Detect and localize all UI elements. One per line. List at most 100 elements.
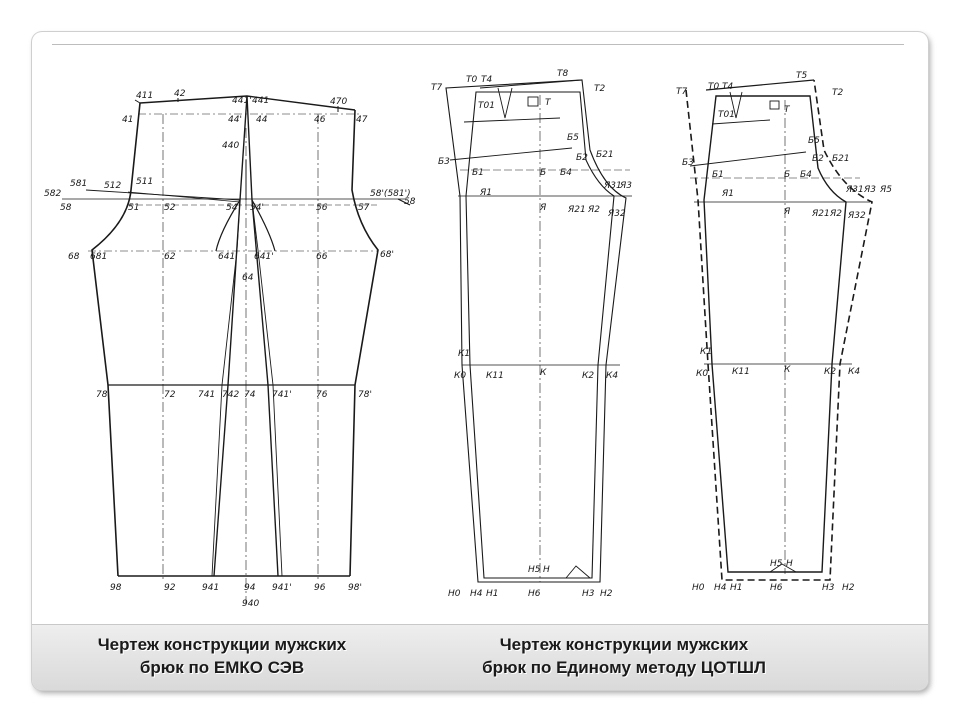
label-582: 582 (44, 189, 61, 199)
label-K0: К0 (696, 369, 708, 379)
label-681: 681 (90, 252, 107, 262)
label-96: 96 (314, 583, 326, 593)
dart (497, 87, 513, 119)
caption-right-line2: брюк по Единому методу ЦОТШЛ (482, 658, 766, 677)
label-H4: Н4 (714, 583, 727, 593)
label-H3: Н3 (822, 583, 835, 593)
label-Ya2: Я2 (587, 205, 600, 215)
label-T0: T0 (708, 82, 719, 92)
label-T8: T8 (557, 69, 568, 79)
yoke-line (689, 151, 807, 167)
label-68p: 68' (380, 250, 394, 260)
caption-left-line2: брюк по ЕМКО СЭВ (139, 658, 305, 677)
label-K4: К4 (606, 371, 618, 381)
label-B1: Б1 (472, 168, 484, 178)
label-B4: Б4 (560, 168, 572, 178)
label-B3: Б3 (438, 157, 450, 167)
label-T: T (784, 105, 791, 115)
label-441: 441 (252, 96, 269, 106)
label-B4: Б4 (800, 170, 812, 180)
label-940: 940 (242, 599, 259, 609)
caption-bar: Чертеж конструкции мужских брюк по ЕМКО … (32, 624, 928, 690)
label-H0: Н0 (692, 583, 705, 593)
label-H: Н (543, 565, 550, 575)
label-51: 51 (128, 203, 139, 213)
label-78p: 78' (358, 390, 372, 400)
label-741p: 741' (272, 390, 292, 400)
label-76: 76 (316, 390, 328, 400)
label-98p: 98' (348, 583, 362, 593)
label-470: 470 (330, 97, 347, 107)
label-58: 58 (60, 203, 72, 213)
slide-frame: 411 42 441' 441 470 41 44' 44 46 47 440 … (32, 32, 928, 690)
pocket-line (463, 117, 561, 123)
label-K11: К11 (486, 371, 504, 381)
label-T2: T2 (594, 84, 605, 94)
label-68: 68 (68, 252, 80, 262)
cotshl-pattern-2: T7 T0 T4 T5 T2 T01 T Б5 Б3 Б1 Б Б4 Б2 Б2… (676, 71, 892, 593)
cotshl-pattern-1: T7 T0 T4 T8 T2 T01 T Б5 Б3 Б1 Б Б4 Б2 Б2… (431, 69, 632, 599)
label-B5: Б5 (567, 133, 579, 143)
label-Ya31: Я31 (603, 181, 622, 191)
label-H: Н (786, 559, 793, 569)
label-H5: Н5 (770, 559, 783, 569)
label-T01: T01 (478, 101, 495, 111)
label-941p: 941' (272, 583, 292, 593)
label-B2: Б2 (576, 153, 588, 163)
label-Ya1: Я1 (479, 188, 492, 198)
front-side-seam (91, 102, 141, 577)
yoke-line (449, 147, 573, 161)
front-outline (703, 95, 847, 573)
label-742: 742 (222, 390, 239, 400)
label-K1: К1 (700, 347, 712, 357)
label-B5: Б5 (808, 136, 820, 146)
label-H6: Н6 (770, 583, 783, 593)
label-64: 64 (242, 273, 254, 283)
label-46: 46 (314, 115, 326, 125)
label-512: 512 (104, 181, 121, 191)
label-T4: T4 (481, 75, 492, 85)
label-H3: Н3 (582, 589, 595, 599)
label-641: 641 (218, 252, 235, 262)
top-divider (52, 44, 904, 45)
label-44: 44 (256, 115, 268, 125)
label-441p: 441' (232, 96, 252, 106)
label-641p: 641' (254, 252, 274, 262)
label-B2: Б2 (812, 154, 824, 164)
label-Ya21: Я21 (567, 205, 586, 215)
caption-left-line1: Чертеж конструкции мужских (97, 635, 347, 654)
label-T7: T7 (676, 87, 687, 97)
label-T5: T5 (796, 71, 807, 81)
label-56: 56 (316, 203, 328, 213)
label-Ya32: Я32 (847, 211, 866, 221)
label-H1: Н1 (486, 589, 499, 599)
label-92: 92 (164, 583, 176, 593)
waist-corner (134, 99, 141, 104)
label-Ya2: Я2 (829, 209, 842, 219)
pocket-mark (527, 96, 539, 107)
label-42: 42 (174, 89, 186, 99)
label-440: 440 (222, 141, 239, 151)
label-B: Б (540, 168, 546, 178)
label-62: 62 (164, 252, 176, 262)
dart (729, 91, 743, 119)
label-Ya3: Я3 (619, 181, 632, 191)
label-H2: Н2 (600, 589, 613, 599)
label-T: T (545, 98, 552, 108)
back-extension-tick (397, 198, 411, 206)
label-511: 511 (136, 177, 153, 187)
label-H6: Н6 (528, 589, 541, 599)
label-H5: Н5 (528, 565, 541, 575)
label-54p: 54' (250, 203, 264, 213)
label-B21: Б21 (832, 154, 850, 164)
label-K1: К1 (458, 349, 470, 359)
label-41: 41 (122, 115, 133, 125)
label-941: 941 (202, 583, 219, 593)
label-94: 94 (244, 583, 256, 593)
label-K4: К4 (848, 367, 860, 377)
front-crotch-curve (215, 199, 241, 252)
label-B1: Б1 (712, 170, 724, 180)
label-Ya21: Я21 (811, 209, 830, 219)
label-T01: T01 (718, 110, 735, 120)
label-44p: 44' (228, 115, 242, 125)
